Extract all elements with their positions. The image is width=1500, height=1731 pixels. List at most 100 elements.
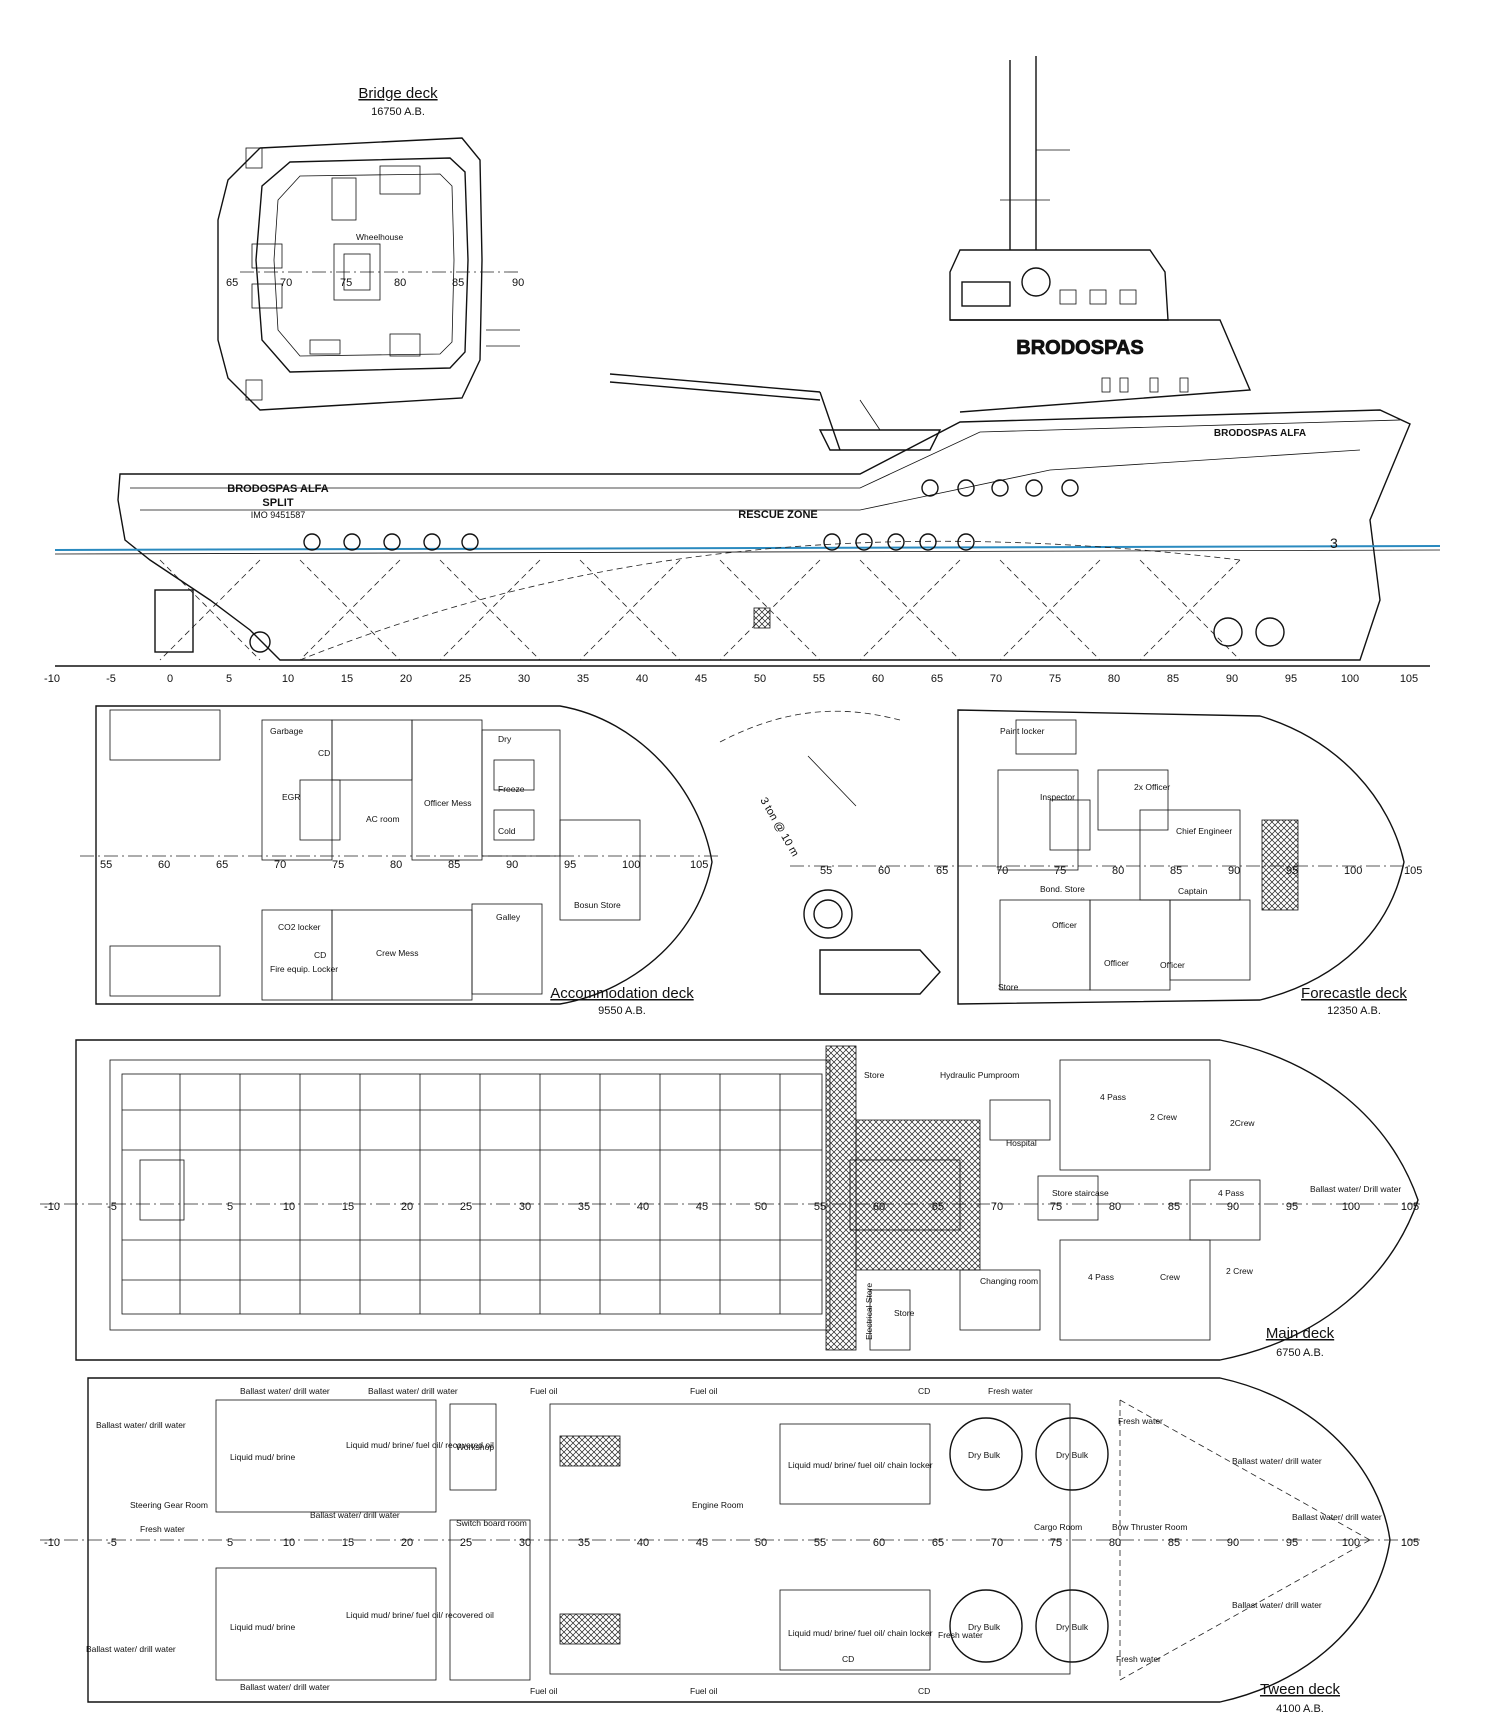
bridge-frame-label: 75 xyxy=(340,277,352,289)
profile-frame-label: 65 xyxy=(931,673,943,685)
main-frame-label: 45 xyxy=(696,1201,708,1213)
main-room-hospital: Hospital xyxy=(1006,1138,1037,1148)
draft-mark: 3 xyxy=(1330,535,1338,551)
hull-name: BRODOSPAS ALFA xyxy=(227,483,329,495)
acc-room-crew-mess: Crew Mess xyxy=(376,948,419,958)
home-port: SPLIT xyxy=(262,497,293,509)
bridge-frame-label: 85 xyxy=(452,277,464,289)
fc-frame-label: 70 xyxy=(996,865,1008,877)
cargo-deck-grid xyxy=(122,1074,822,1314)
acc-frame-label: 90 xyxy=(506,859,518,871)
tween-room: Cargo Room xyxy=(1034,1522,1082,1532)
tween-room: Steering Gear Room xyxy=(130,1500,208,1510)
crane-capacity-label: 3 ton @ 10 m xyxy=(757,796,800,859)
main-room-2crew-2: 2Crew xyxy=(1230,1118,1255,1128)
tween-room: Dry Bulk xyxy=(968,1450,1001,1460)
accommodation-deck-plan: Accommodation deck 9550 A.B. Garbage CD … xyxy=(80,705,720,1017)
acc-room-ac: AC room xyxy=(366,814,400,824)
rescue-zone-label: RESCUE ZONE xyxy=(738,509,817,521)
bridge-frame-label: 90 xyxy=(512,277,524,289)
profile-frame-label: -5 xyxy=(106,673,116,685)
acc-room-cd: CD xyxy=(318,748,330,758)
profile-frame-label: 70 xyxy=(990,673,1002,685)
tween-room: Fuel oil xyxy=(530,1386,558,1396)
fc-room-chief-engineer: Chief Engineer xyxy=(1176,826,1232,836)
tween-room: Ballast water/ drill water xyxy=(1232,1456,1322,1466)
acc-room-bosun-store: Bosun Store xyxy=(574,900,621,910)
acc-room-cold: Cold xyxy=(498,826,516,836)
fc-frame-label: 95 xyxy=(1286,865,1298,877)
tween-room: Liquid mud/ brine/ fuel oil/ recovered o… xyxy=(346,1610,494,1620)
main-frame-label: 40 xyxy=(637,1201,649,1213)
acc-frame-label: 70 xyxy=(274,859,286,871)
bridge-deck-outline xyxy=(217,137,483,411)
accommodation-deck-outline xyxy=(95,705,713,1005)
imo-number: IMO 9451587 xyxy=(251,510,306,520)
tween-frame-label: 75 xyxy=(1050,1537,1062,1549)
tween-frame-label: -5 xyxy=(107,1537,117,1549)
tween-room: Dry Bulk xyxy=(968,1622,1001,1632)
profile-frame-label: 15 xyxy=(341,673,353,685)
fc-frame-label: 65 xyxy=(936,865,948,877)
main-frame-label: 50 xyxy=(755,1201,767,1213)
main-frame-label: 105 xyxy=(1401,1201,1419,1213)
profile-frame-label: 5 xyxy=(226,673,232,685)
acc-frame-label: 55 xyxy=(100,859,112,871)
crane-radius-arc xyxy=(719,710,901,743)
acc-frame-label: 75 xyxy=(332,859,344,871)
fc-frame-label: 90 xyxy=(1228,865,1240,877)
tween-room: Liquid mud/ brine xyxy=(230,1452,295,1462)
tween-room: Fresh water xyxy=(140,1524,185,1534)
tween-frame-labels: -10 -5 5 10 15 20 25 30 35 40 45 50 55 6… xyxy=(44,1537,1419,1549)
profile-frame-label: 30 xyxy=(518,673,530,685)
acc-room-galley: Galley xyxy=(496,912,521,922)
profile-frame-label: 105 xyxy=(1400,673,1418,685)
tween-room: Ballast water/ drill water xyxy=(240,1386,330,1396)
main-frame-label: 30 xyxy=(519,1201,531,1213)
fc-room-officer-1: Officer xyxy=(1052,920,1077,930)
profile-frame-label: 55 xyxy=(813,673,825,685)
fc-frame-label: 85 xyxy=(1170,865,1182,877)
bridge-deck-title: Bridge deck xyxy=(358,85,438,102)
main-frame-label: 70 xyxy=(991,1201,1003,1213)
fc-room-bond-store: Bond. Store xyxy=(1040,884,1085,894)
fc-frame-label: 55 xyxy=(820,865,832,877)
tween-room: Liquid mud/ brine/ fuel oil/ recovered o… xyxy=(346,1440,494,1450)
fc-frame-label: 75 xyxy=(1054,865,1066,877)
tween-room: CD xyxy=(918,1386,930,1396)
tween-frame-label: -10 xyxy=(44,1537,60,1549)
fc-room-store: Store xyxy=(998,982,1019,992)
tween-room: Workshop xyxy=(456,1442,494,1452)
acc-room-cd2: CD xyxy=(314,950,326,960)
fc-room-officer-3: Officer xyxy=(1160,960,1185,970)
main-frame-label: 55 xyxy=(814,1201,826,1213)
bridge-deck-level: 16750 A.B. xyxy=(371,106,425,118)
main-frame-label: 85 xyxy=(1168,1201,1180,1213)
acc-frame-label: 60 xyxy=(158,859,170,871)
forecastle-deck-outline xyxy=(957,709,1405,1005)
bridge-frame-labels: 65 70 75 80 85 90 xyxy=(226,277,524,289)
tween-room: CD xyxy=(842,1654,854,1664)
tween-deck-plan: Tween deck 4100 A.B. Ballast water/ dril… xyxy=(40,1377,1420,1715)
main-deck-title: Main deck xyxy=(1266,1325,1335,1342)
bridge-frame-label: 70 xyxy=(280,277,292,289)
main-room-changing: Changing room xyxy=(980,1276,1038,1286)
profile-frame-label: 85 xyxy=(1167,673,1179,685)
fc-frame-label: 60 xyxy=(878,865,890,877)
tween-frame-label: 70 xyxy=(991,1537,1003,1549)
tween-frame-label: 80 xyxy=(1109,1537,1121,1549)
tween-frame-label: 50 xyxy=(755,1537,767,1549)
tween-room: Liquid mud/ brine/ fuel oil/ chain locke… xyxy=(788,1628,933,1638)
main-room-store-1: Store xyxy=(864,1070,885,1080)
main-frame-label: 35 xyxy=(578,1201,590,1213)
main-room-2crew-1: 2 Crew xyxy=(1150,1112,1178,1122)
accommodation-deck-title: Accommodation deck xyxy=(550,985,694,1002)
tween-frame-label: 105 xyxy=(1401,1537,1419,1549)
main-frame-label: 20 xyxy=(401,1201,413,1213)
profile-frame-label: 95 xyxy=(1285,673,1297,685)
tween-frame-label: 85 xyxy=(1168,1537,1180,1549)
profile-frame-label: 80 xyxy=(1108,673,1120,685)
main-frame-label: 60 xyxy=(873,1201,885,1213)
